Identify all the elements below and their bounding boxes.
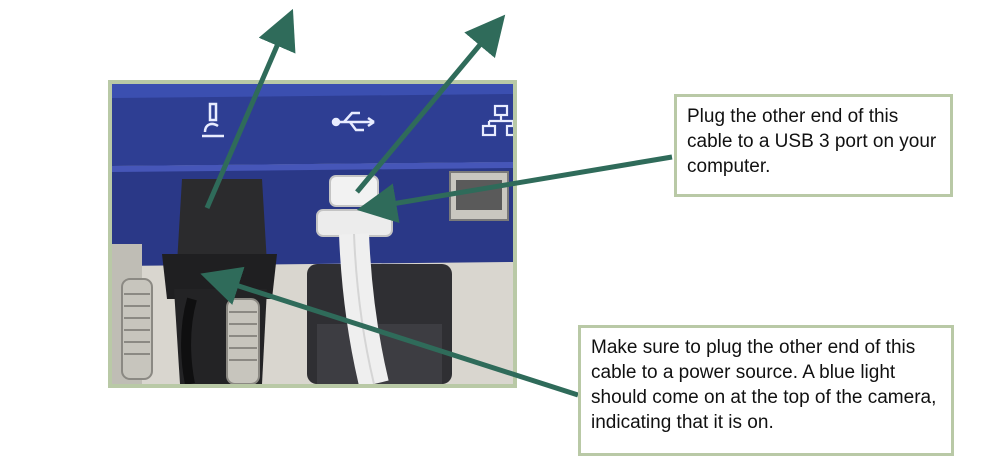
usb-strain-relief (316, 209, 393, 237)
thumbscrew-right (226, 298, 260, 384)
power-callout-text: Make sure to plug the other end of this … (591, 337, 937, 433)
usb-callout-text: Plug the other end of this cable to a US… (687, 106, 937, 177)
camera-photo (108, 80, 517, 388)
power-callout: Make sure to plug the other end of this … (578, 325, 954, 456)
ethernet-port-inner (456, 180, 502, 210)
usb-callout: Plug the other end of this cable to a US… (674, 94, 953, 197)
serial-connector (177, 179, 267, 264)
thumbscrew-left (121, 278, 153, 380)
black-cable (181, 297, 197, 384)
camera-illustration (112, 84, 513, 384)
usb-plug (329, 175, 379, 207)
